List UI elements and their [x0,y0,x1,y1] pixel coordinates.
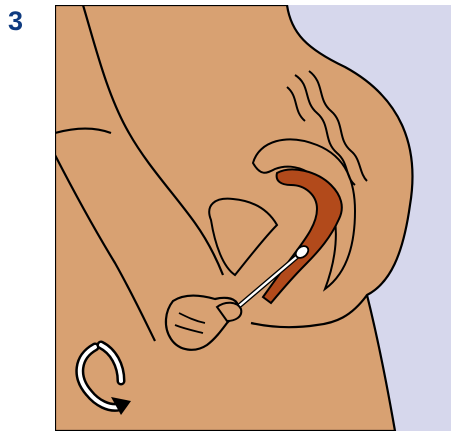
swab-insertion-illustration [55,5,451,431]
step-number: 3 [8,6,23,36]
illustration-panel [55,5,451,431]
